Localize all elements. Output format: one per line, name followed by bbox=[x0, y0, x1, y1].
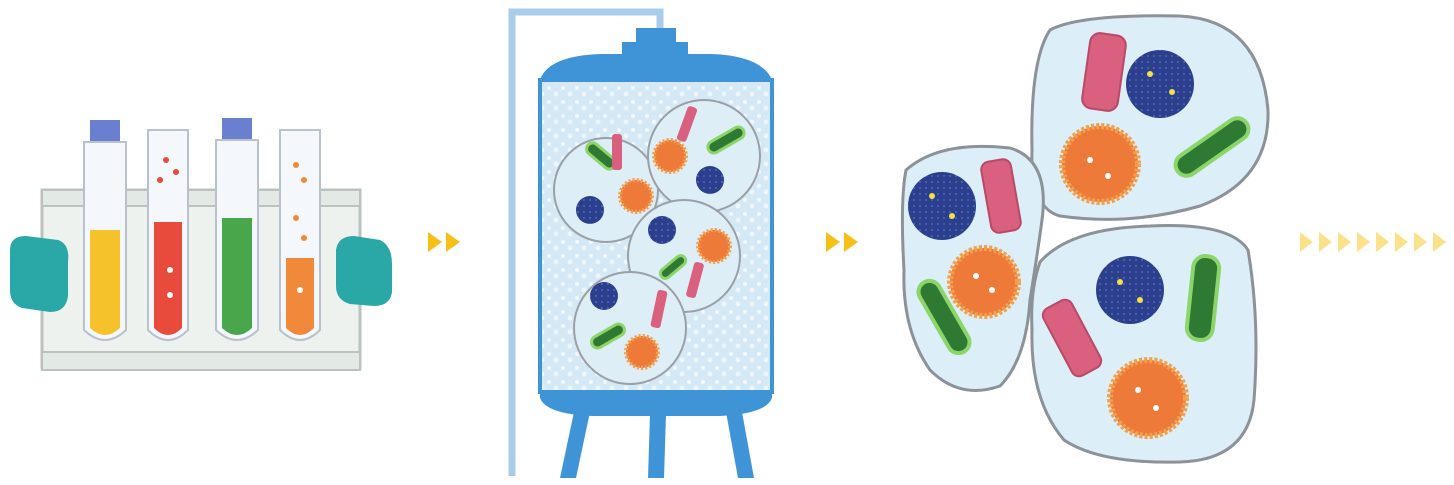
test-tube-rack bbox=[10, 118, 392, 370]
chevron-icon bbox=[1433, 232, 1446, 252]
test-tube-orange bbox=[280, 130, 320, 340]
microbe-bubble bbox=[648, 100, 760, 212]
test-tube-yellow bbox=[84, 120, 126, 340]
left-glove-icon bbox=[10, 236, 68, 312]
microbe-cluster bbox=[1032, 226, 1256, 463]
trailing-chevrons bbox=[1300, 232, 1446, 252]
microbe-cluster bbox=[902, 146, 1043, 390]
tank-leg bbox=[560, 412, 590, 478]
microbe-cluster bbox=[1032, 16, 1268, 220]
tank-leg bbox=[648, 414, 666, 478]
cap-icon bbox=[222, 118, 252, 140]
chevron-icon bbox=[1338, 232, 1351, 252]
chevron-icon bbox=[1395, 232, 1408, 252]
chevron-icon bbox=[1300, 232, 1313, 252]
cap-icon bbox=[90, 120, 120, 142]
microbe-bubble bbox=[574, 272, 686, 384]
fermentation-tank bbox=[512, 12, 772, 478]
test-tube-green bbox=[216, 118, 258, 340]
chevron-icon bbox=[1376, 232, 1389, 252]
right-glove-icon bbox=[336, 236, 392, 306]
microbe-clusters bbox=[902, 16, 1268, 462]
chevron-icon bbox=[1319, 232, 1332, 252]
chevron-icon bbox=[1357, 232, 1370, 252]
chevron-icon bbox=[1414, 232, 1427, 252]
test-tube-red bbox=[148, 130, 188, 340]
rack-base bbox=[42, 352, 360, 370]
double-chevron-arrow bbox=[428, 232, 460, 252]
tank-leg bbox=[726, 412, 754, 478]
double-chevron-arrow bbox=[826, 232, 858, 252]
